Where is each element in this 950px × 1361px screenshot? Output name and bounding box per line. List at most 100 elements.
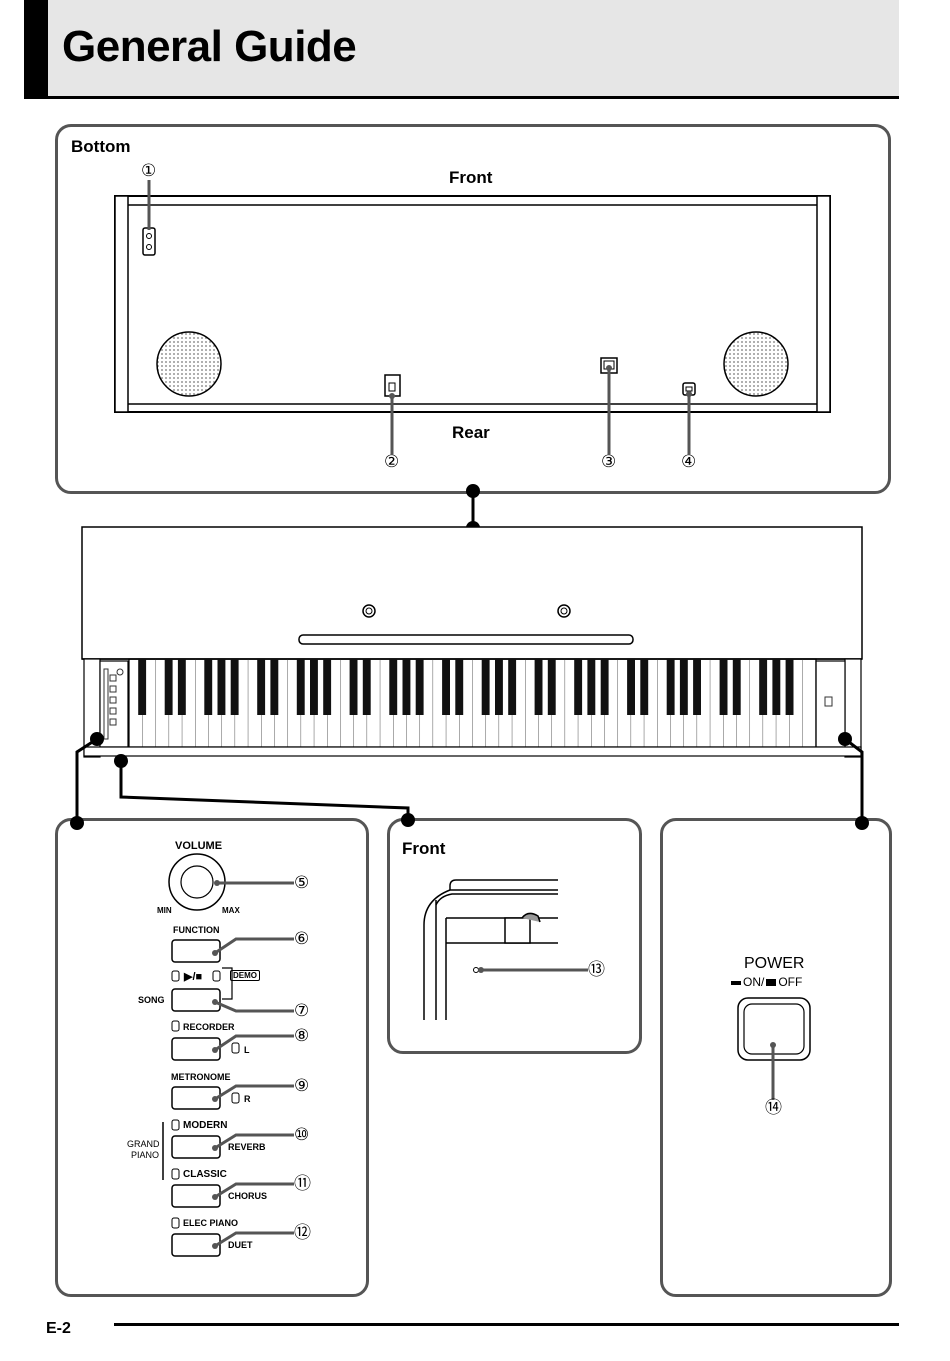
black-key	[204, 659, 213, 715]
black-key	[402, 659, 411, 715]
black-key	[310, 659, 318, 715]
callout-14: ⑭	[765, 1098, 782, 1117]
black-key	[666, 659, 675, 715]
function-label: FUNCTION	[173, 925, 220, 935]
play-stop-label: ▶/■	[184, 971, 203, 983]
music-stand-slot	[298, 634, 634, 645]
black-key	[270, 659, 279, 715]
song-button	[171, 988, 221, 1012]
callout-6: ⑥	[294, 929, 310, 948]
black-key	[574, 659, 583, 715]
black-key	[455, 659, 464, 715]
volume-max-label: MAX	[222, 906, 240, 915]
elec-piano-button	[171, 1233, 221, 1257]
classic-label: CLASSIC	[183, 1169, 227, 1180]
black-key	[679, 659, 688, 715]
grand-piano-classic-button	[171, 1184, 221, 1208]
header-accent-bar	[24, 0, 48, 99]
callout-12: ⑫	[294, 1223, 311, 1242]
elec-piano-label: ELEC PIANO	[183, 1218, 239, 1228]
black-key	[481, 659, 490, 715]
speaker-right-icon	[723, 331, 789, 397]
black-key	[164, 659, 173, 715]
recorder-button	[171, 1037, 221, 1061]
black-key	[415, 659, 424, 715]
chorus-label: CHORUS	[228, 1191, 268, 1201]
keyboard	[128, 658, 817, 748]
black-key	[257, 659, 266, 715]
recorder-label: RECORDER	[183, 1022, 235, 1032]
black-key	[323, 659, 332, 715]
speaker-left-icon	[156, 331, 222, 397]
black-key	[772, 659, 781, 715]
black-key	[587, 659, 596, 715]
callout-1: ①	[141, 161, 157, 180]
modern-label: MODERN	[183, 1120, 228, 1131]
callout-10: ⑩	[294, 1125, 310, 1144]
black-key	[138, 659, 147, 715]
black-key	[442, 659, 450, 715]
phones-jack-icon	[142, 227, 156, 256]
metronome-label: METRONOME	[171, 1072, 231, 1082]
black-key	[296, 659, 305, 715]
callout-7: ⑦	[294, 1001, 310, 1020]
black-key	[217, 659, 226, 715]
off-label: OFF	[778, 975, 803, 989]
black-key	[389, 659, 398, 715]
power-drawing	[737, 997, 811, 1100]
off-symbol-icon	[766, 979, 777, 987]
black-key	[693, 659, 701, 715]
reverb-label: REVERB	[228, 1142, 266, 1152]
black-key	[362, 659, 371, 715]
black-key	[640, 659, 649, 715]
black-key	[732, 659, 741, 715]
black-key	[719, 659, 728, 715]
controls-drawing	[162, 853, 294, 1257]
demo-label: DEMO	[230, 970, 260, 981]
on-label: ON	[743, 975, 761, 989]
grand-label: GRAND	[127, 1139, 160, 1149]
duet-label: DUET	[228, 1240, 253, 1250]
piano-front-view	[81, 526, 863, 758]
black-key	[177, 659, 186, 715]
black-key	[349, 659, 358, 715]
black-key	[600, 659, 609, 715]
callout-8: ⑧	[294, 1026, 310, 1045]
on-symbol-icon	[731, 980, 741, 985]
metronome-button	[171, 1086, 221, 1110]
callout-3: ③	[601, 452, 617, 471]
volume-label: VOLUME	[175, 840, 223, 852]
front-detail-label: Front	[402, 839, 446, 858]
bottom-front-label: Front	[449, 168, 493, 187]
page-number: E-2	[46, 1320, 71, 1337]
page-header	[24, 0, 899, 99]
callout-11: ⑪	[294, 1174, 311, 1193]
volume-min-label: MIN	[157, 906, 172, 915]
grand-piano-modern-button	[171, 1135, 221, 1159]
black-key	[508, 659, 517, 715]
song-label: SONG	[138, 995, 165, 1005]
black-key	[627, 659, 635, 715]
callout-2: ②	[384, 452, 400, 471]
power-on-off-label: ON/OFF	[731, 975, 802, 989]
black-key	[785, 659, 794, 715]
black-key	[230, 659, 239, 715]
bottom-rear-label: Rear	[452, 423, 490, 442]
black-key	[759, 659, 768, 715]
black-key	[534, 659, 543, 715]
page-title: General Guide	[62, 22, 357, 71]
callout-13: ⑬	[588, 960, 605, 979]
piano-label: PIANO	[131, 1150, 160, 1160]
callout-9: ⑨	[294, 1076, 310, 1095]
callout-5: ⑤	[294, 873, 310, 892]
l-label: L	[244, 1045, 250, 1055]
r-label: R	[244, 1094, 251, 1104]
piano-bottom-view	[114, 180, 831, 455]
bottom-view-label: Bottom	[71, 137, 131, 156]
power-label: POWER	[744, 955, 805, 972]
black-key	[547, 659, 556, 715]
footer-rule	[114, 1323, 899, 1326]
callout-4: ④	[681, 452, 697, 471]
front-detail-drawing	[423, 879, 588, 1020]
